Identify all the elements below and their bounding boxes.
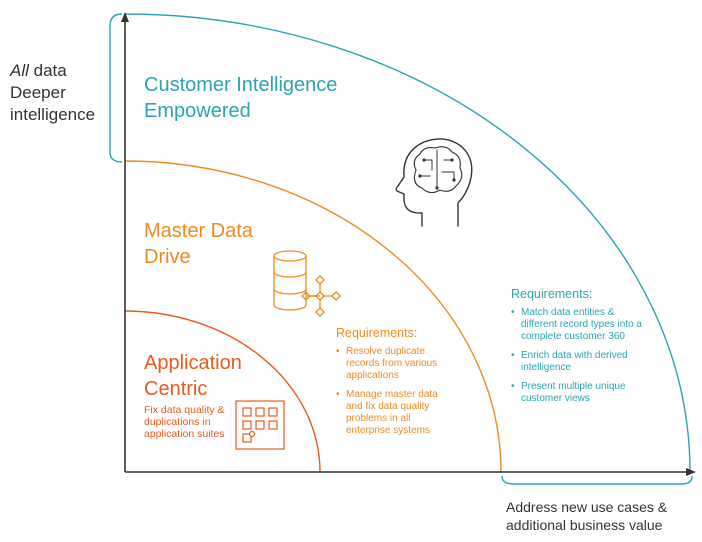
- master-requirements: Requirements: Resolve duplicate records …: [336, 326, 454, 444]
- application-desc-line: Fix data quality &: [144, 404, 225, 416]
- master-requirements-heading: Requirements:: [336, 326, 418, 340]
- customer-title-line2: Empowered: [144, 100, 251, 122]
- brain-head-icon: [395, 138, 473, 227]
- x-axis: [125, 468, 696, 476]
- master-title-line2: Drive: [144, 246, 191, 268]
- arc-application-centric: [124, 310, 321, 473]
- database-network-icon: [273, 250, 341, 317]
- customer-title-line1: Customer Intelligence: [144, 74, 338, 96]
- requirement-item: Match data entities & different record t…: [511, 307, 651, 343]
- requirement-item: Manage master data and fix data quality …: [336, 389, 454, 437]
- master-data-title: Master Data Drive: [144, 218, 253, 270]
- customer-requirements-list: Match data entities & different record t…: [511, 307, 651, 405]
- requirement-item: Resolve duplicate records from various a…: [336, 346, 454, 382]
- left-label-intelligence: intelligence: [10, 105, 96, 124]
- customer-requirements: Requirements: Match data entities & diff…: [511, 287, 651, 412]
- customer-requirements-heading: Requirements:: [511, 287, 593, 301]
- master-requirements-list: Resolve duplicate records from various a…: [336, 346, 454, 437]
- y-axis: [121, 12, 129, 472]
- bottom-axis-label: Address new use cases & additional busin…: [506, 499, 668, 533]
- app-grid-icon: [235, 400, 285, 450]
- left-label-all: All: [10, 61, 29, 80]
- arc-master-data: [124, 160, 502, 473]
- requirement-item: Present multiple unique customer views: [511, 381, 651, 405]
- master-title-line1: Master Data: [144, 220, 253, 242]
- arc-customer-intelligence: [124, 13, 691, 473]
- application-title-line2: Centric: [144, 378, 208, 400]
- left-label-deeper: Deeper: [10, 83, 66, 102]
- application-desc-line: application suites: [144, 428, 225, 440]
- application-title-line1: Application: [144, 352, 242, 374]
- left-axis-label: All data Deeper intelligence: [10, 60, 95, 126]
- left-bracket: [109, 13, 123, 163]
- requirement-item: Enrich data with derived intelligence: [511, 350, 651, 374]
- customer-intelligence-title: Customer Intelligence Empowered: [144, 72, 337, 124]
- bottom-bracket: [501, 475, 693, 485]
- left-label-data: data: [28, 61, 67, 80]
- application-centric-title: Application Centric: [144, 350, 242, 402]
- application-description: Fix data quality & duplications in appli…: [144, 404, 225, 440]
- application-desc-line: duplications in: [144, 416, 211, 428]
